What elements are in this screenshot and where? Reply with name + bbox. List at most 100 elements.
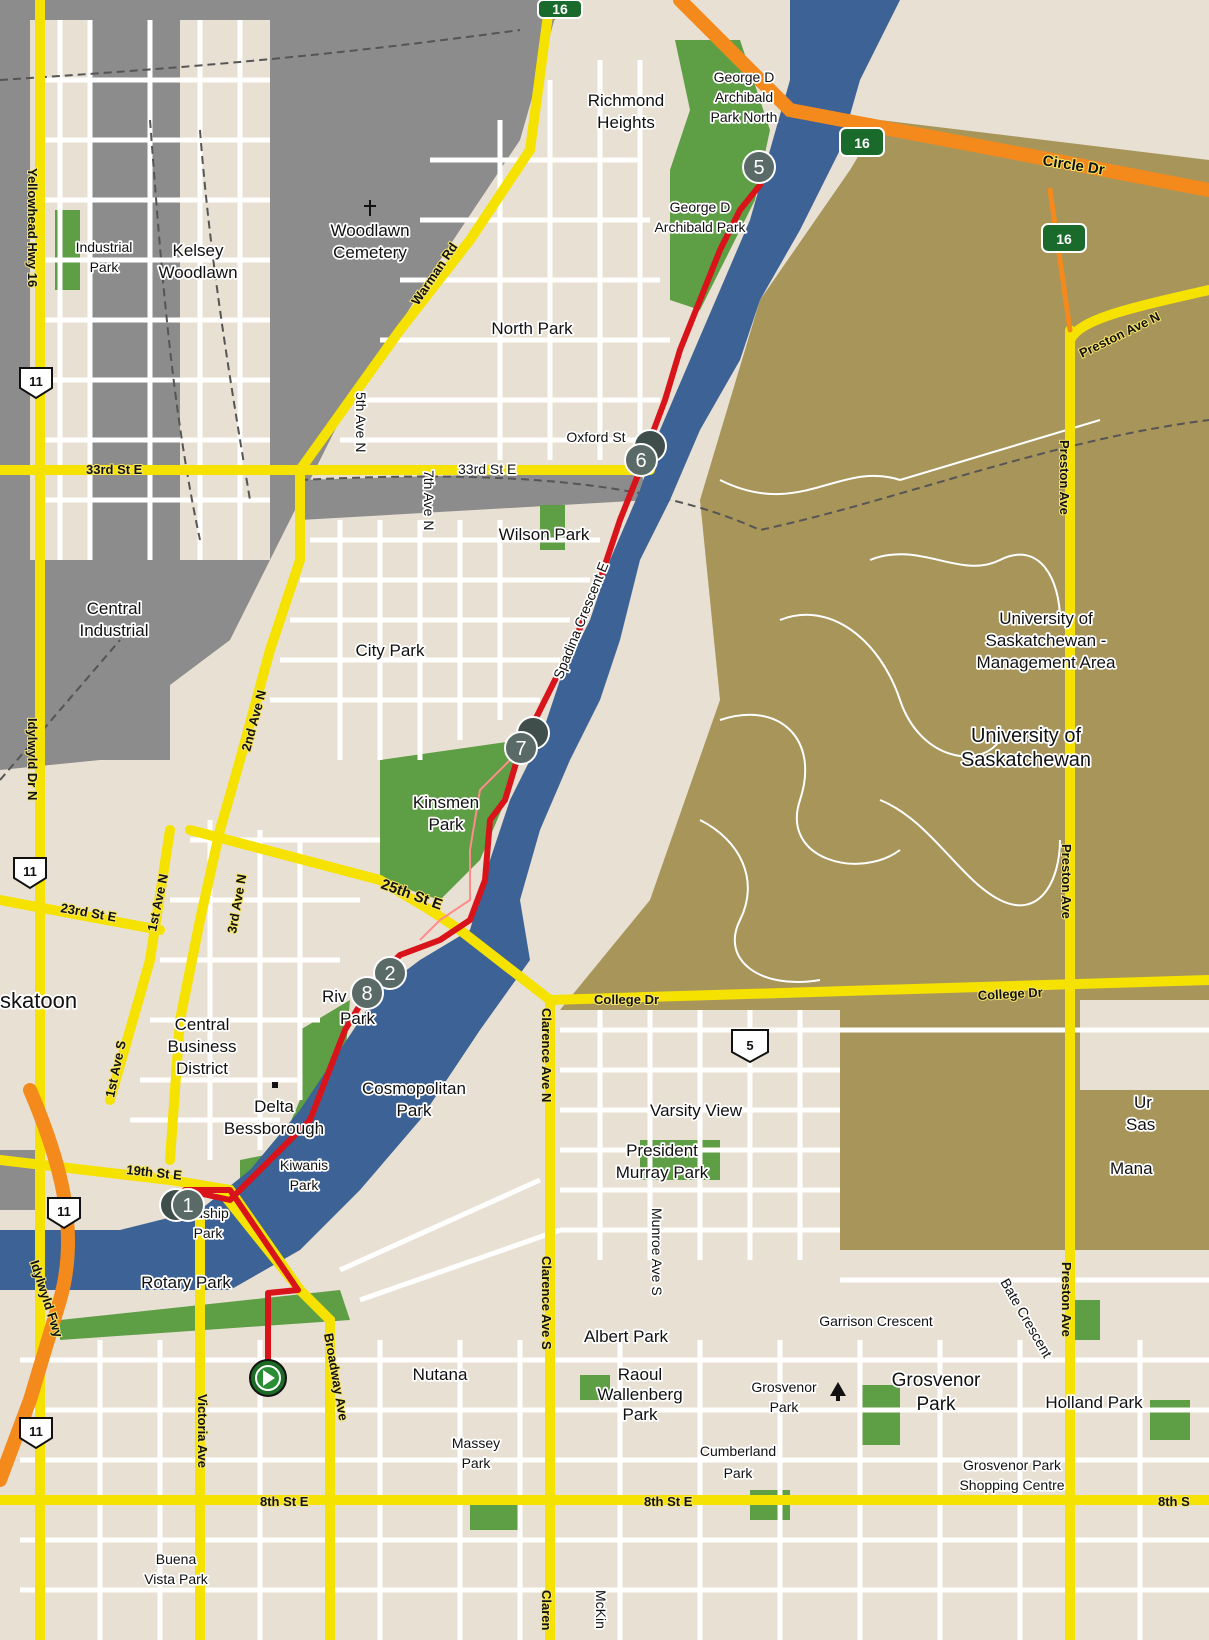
svg-text:19th St E: 19th St E [126,1162,183,1183]
industrial-strips [0,20,180,1210]
route-waypoints[interactable]: 1 2 8 5 6 7 [159,150,776,1222]
svg-text:1: 1 [182,1195,193,1217]
svg-text:16: 16 [854,135,870,151]
campus-paths [699,419,1101,983]
svg-text:5: 5 [746,1038,753,1053]
svg-text:8th St E: 8th St E [260,1494,309,1509]
hwy5-shield: 5 [731,1029,769,1064]
campus-light [840,0,1209,140]
hwy11-shield: 11 [19,367,53,400]
svg-text:Idylwyld Dr N: Idylwyld Dr N [25,718,40,800]
svg-text:Varsity View: Varsity View [650,1101,743,1120]
svg-text:Oxford St: Oxford St [566,429,625,445]
play-triangle-icon[interactable] [249,1359,287,1397]
svg-text:North Park: North Park [491,319,573,338]
svg-text:Preston Ave: Preston Ave [1057,440,1072,515]
svg-text:6: 6 [635,450,646,472]
svg-text:Yellowhead Hwy 16: Yellowhead Hwy 16 [25,168,40,287]
waypoint-marker[interactable]: 5 [742,150,776,184]
svg-text:7: 7 [515,738,526,760]
svg-text:McKin: McKin [593,1590,609,1629]
svg-text:College Dr: College Dr [977,985,1043,1003]
svg-text:Claren: Claren [539,1590,554,1631]
svg-text:Nutana: Nutana [413,1365,468,1384]
waypoint-marker[interactable]: 2 [373,956,407,990]
svg-text:33rd St E: 33rd St E [458,461,516,477]
svg-text:2: 2 [384,963,395,985]
svg-text:Albert Park: Albert Park [584,1327,669,1346]
waypoint-marker[interactable]: 8 [350,976,384,1010]
railways [0,29,1209,781]
svg-text:5th Ave N: 5th Ave N [353,392,369,452]
campus-residential [1080,1000,1209,1090]
svg-text:11: 11 [57,1204,71,1219]
svg-text:Holland Park: Holland Park [1045,1393,1143,1412]
hwy11-shield: 11 [19,1417,53,1450]
trans-canada-shield: 16 [839,127,885,157]
trans-canada-shield: 16 [537,0,583,19]
south-saskatchewan-river [0,0,900,1290]
svg-text:11: 11 [29,374,43,389]
svg-text:Munroe Ave S: Munroe Ave S [649,1208,665,1296]
svg-text:Wilson Park: Wilson Park [499,525,590,544]
svg-text:College Dr: College Dr [594,992,659,1007]
svg-text:Preston Ave: Preston Ave [1059,1262,1074,1337]
svg-text:Clarence Ave S: Clarence Ave S [539,1256,554,1350]
svg-text:8th S: 8th S [1158,1494,1190,1509]
svg-text:16: 16 [552,1,568,17]
svg-text:16: 16 [1056,231,1072,247]
svg-text:Rotary Park: Rotary Park [141,1273,231,1292]
square-dot-icon [272,1082,278,1088]
svg-text:Clarence Ave N: Clarence Ave N [539,1008,554,1102]
svg-text:City Park: City Park [356,641,425,660]
svg-text:Garrison Crescent: Garrison Crescent [819,1313,933,1329]
route-return [419,759,511,941]
svg-text:8th St E: 8th St E [644,1494,693,1509]
svg-text:Victoria Ave: Victoria Ave [195,1394,210,1468]
waypoint-marker[interactable]: 1 [159,1188,205,1222]
tree-icon [830,1382,846,1401]
svg-text:8: 8 [361,983,372,1005]
svg-text:7th Ave N: 7th Ave N [421,470,437,530]
svg-text:11: 11 [29,1424,43,1439]
waypoint-marker[interactable]: 7 [504,716,550,765]
svg-text:skatoon: skatoon [0,988,77,1013]
svg-text:5: 5 [753,157,764,179]
cross-icon [364,200,376,216]
svg-text:Preston Ave: Preston Ave [1059,844,1074,919]
university-campus [560,120,1209,1250]
route-path [182,170,763,1377]
street-grid [20,20,1209,1640]
svg-text:11: 11 [23,864,37,879]
waypoint-marker[interactable]: 6 [624,429,667,477]
trans-canada-shield: 16 [1041,223,1087,253]
hwy11-shield: 11 [13,857,47,890]
